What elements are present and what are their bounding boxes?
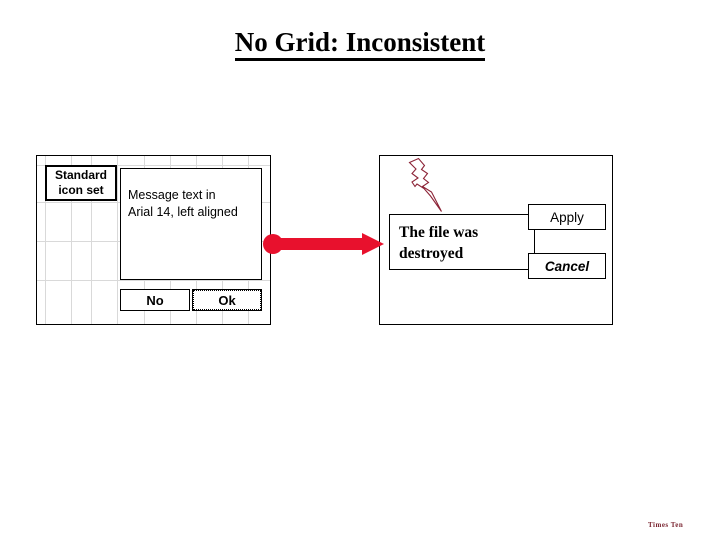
standard-icon-set-box: Standard icon set bbox=[45, 165, 117, 201]
arrow-shaft bbox=[272, 238, 365, 250]
cancel-button-label: Cancel bbox=[544, 258, 590, 274]
icon-set-label-line1: Standard bbox=[54, 168, 107, 182]
no-button-label: No bbox=[146, 292, 164, 308]
footer-font-note: Times Ten bbox=[648, 521, 684, 529]
cancel-button[interactable]: Cancel bbox=[528, 253, 606, 279]
page-title-text: No Grid: Inconsistent bbox=[234, 27, 486, 61]
destroyed-line2: destroyed bbox=[399, 245, 464, 262]
ok-button-label: Ok bbox=[218, 292, 236, 308]
destroyed-line1: The file was bbox=[399, 224, 479, 241]
apply-button[interactable]: Apply bbox=[528, 204, 606, 230]
right-dialog-panel: The file was destroyed Apply Cancel bbox=[379, 155, 613, 325]
lightning-bolt-icon bbox=[408, 157, 442, 212]
arrow-head bbox=[362, 233, 384, 255]
no-button[interactable]: No bbox=[120, 289, 190, 311]
apply-button-label: Apply bbox=[550, 209, 584, 225]
page-title: No Grid: Inconsistent bbox=[0, 26, 720, 61]
message-text-area: Message text in Arial 14, left aligned bbox=[120, 168, 262, 280]
ok-button[interactable]: Ok bbox=[192, 289, 262, 311]
ok-button-focus-ring: Ok bbox=[193, 290, 261, 310]
message-line2: Arial 14, left aligned bbox=[128, 205, 238, 219]
destroyed-message-box: The file was destroyed bbox=[389, 214, 535, 270]
icon-set-label-line2: icon set bbox=[58, 183, 104, 197]
left-dialog-panel: Standard icon set Message text in Arial … bbox=[36, 155, 271, 325]
comparison-arrow bbox=[263, 233, 384, 255]
message-line1: Message text in bbox=[128, 188, 216, 202]
